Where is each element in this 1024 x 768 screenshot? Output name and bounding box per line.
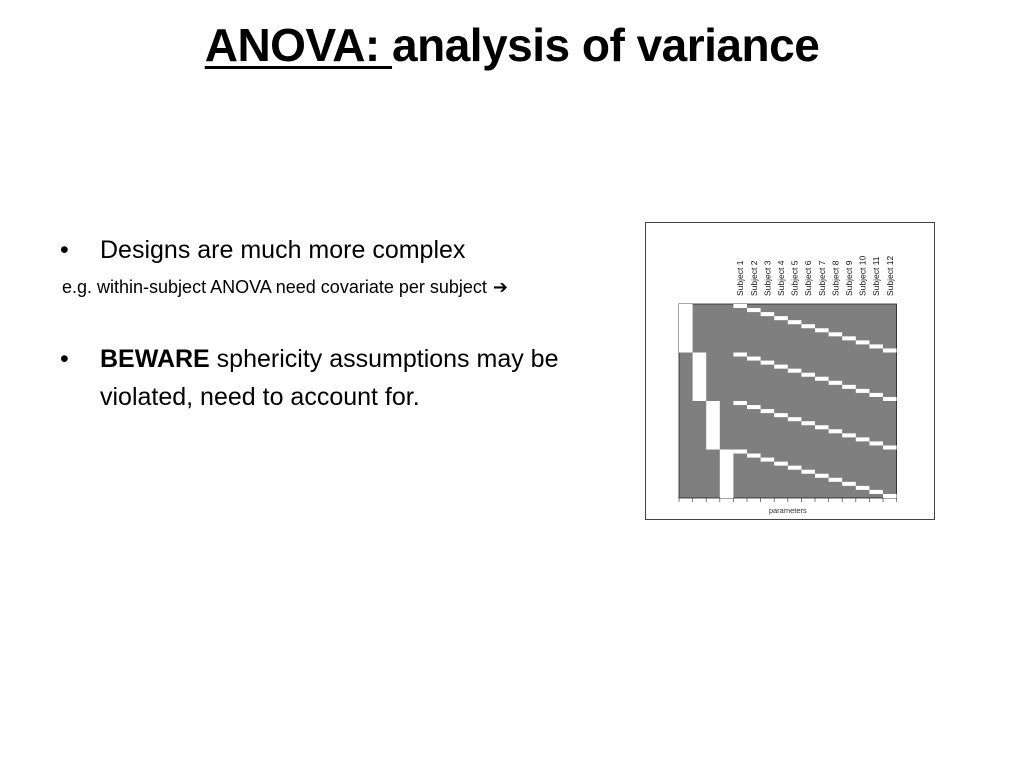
beware-label: BEWARE bbox=[100, 345, 210, 373]
column-label: Subject 8 bbox=[830, 260, 840, 296]
column-label: Subject 2 bbox=[749, 260, 759, 296]
subject-regressor bbox=[869, 392, 883, 397]
column-label: Subject 3 bbox=[762, 260, 772, 296]
subject-regressor bbox=[733, 304, 747, 309]
bullet-text: BEWARE sphericity assumptions may be vio… bbox=[100, 340, 600, 416]
x-axis-label: parameters bbox=[769, 506, 807, 515]
subject-regressor bbox=[747, 405, 761, 410]
column-label: Subject 9 bbox=[844, 260, 854, 296]
subject-regressor bbox=[787, 320, 802, 325]
subject-regressor bbox=[787, 465, 802, 470]
subject-regressor bbox=[774, 413, 788, 418]
column-label: Subject 5 bbox=[790, 260, 800, 296]
subject-regressor bbox=[815, 328, 829, 333]
condition-regressor bbox=[706, 401, 720, 450]
subject-regressor bbox=[828, 429, 843, 434]
subject-regressor bbox=[883, 396, 897, 401]
right-arrow-icon: ➔ bbox=[492, 277, 508, 297]
subject-regressor bbox=[815, 376, 829, 381]
subject-regressor bbox=[747, 308, 761, 313]
beware-text: sphericity assumptions may be violated, … bbox=[100, 345, 559, 411]
subject-regressor bbox=[855, 437, 870, 442]
bullet-designs-complex: • Designs are much more complex bbox=[60, 231, 580, 269]
subject-regressor bbox=[801, 421, 815, 426]
subject-regressor bbox=[733, 449, 747, 454]
subject-regressor bbox=[842, 384, 856, 389]
subject-regressor bbox=[747, 453, 761, 458]
subject-regressor bbox=[760, 360, 775, 365]
subject-regressor bbox=[733, 352, 747, 357]
subject-regressor bbox=[747, 356, 761, 361]
title-underlined-part: ANOVA: bbox=[204, 19, 393, 71]
subject-regressor bbox=[883, 348, 897, 353]
bullet-marker: • bbox=[60, 236, 69, 264]
subject-regressor bbox=[855, 388, 870, 393]
subject-regressor bbox=[760, 409, 775, 414]
subject-regressor bbox=[883, 445, 897, 450]
subject-regressor bbox=[883, 493, 897, 498]
subject-regressor bbox=[774, 364, 788, 369]
column-label: Subject 10 bbox=[858, 256, 868, 296]
column-label: Subject 12 bbox=[885, 256, 895, 296]
title-rest: analysis of variance bbox=[392, 19, 820, 71]
subject-regressor bbox=[760, 312, 775, 317]
subject-regressor bbox=[815, 425, 829, 430]
subject-regressor bbox=[842, 433, 856, 438]
subject-regressor bbox=[842, 481, 856, 486]
subject-regressor bbox=[801, 469, 815, 474]
subject-regressor bbox=[801, 372, 815, 377]
subject-regressor bbox=[828, 332, 843, 337]
subject-regressor bbox=[842, 336, 856, 341]
bullet-beware-sphericity: • BEWARE sphericity assumptions may be v… bbox=[60, 340, 600, 420]
subject-regressor bbox=[787, 368, 802, 373]
example-note: e.g. within-subject ANOVA need covariate… bbox=[62, 274, 508, 300]
subject-regressor bbox=[801, 324, 815, 329]
condition-regressor bbox=[719, 449, 734, 498]
subject-regressor bbox=[855, 485, 870, 490]
subject-regressor bbox=[828, 477, 843, 482]
condition-regressor bbox=[679, 304, 693, 353]
subject-regressor bbox=[815, 473, 829, 478]
example-note-text: e.g. within-subject ANOVA need covariate… bbox=[62, 277, 487, 297]
column-label: Subject 1 bbox=[735, 260, 745, 296]
subject-regressor bbox=[733, 401, 747, 406]
column-label: Subject 11 bbox=[871, 256, 881, 296]
column-label: Subject 4 bbox=[776, 260, 786, 296]
subject-regressor bbox=[787, 417, 802, 422]
condition-regressor bbox=[692, 352, 707, 401]
subject-regressor bbox=[869, 441, 883, 446]
column-label: Subject 6 bbox=[803, 260, 813, 296]
slide-title: ANOVA: analysis of variance bbox=[0, 18, 1024, 72]
subject-regressor bbox=[774, 316, 788, 321]
bullet-marker: • bbox=[60, 345, 69, 373]
column-label: Subject 7 bbox=[817, 260, 827, 296]
subject-regressor bbox=[774, 461, 788, 466]
subject-regressor bbox=[869, 489, 883, 494]
subject-regressor bbox=[828, 380, 843, 385]
subject-regressor bbox=[869, 344, 883, 349]
bullet-text: Designs are much more complex bbox=[100, 236, 466, 264]
subject-regressor bbox=[760, 457, 775, 462]
subject-regressor bbox=[855, 340, 870, 345]
